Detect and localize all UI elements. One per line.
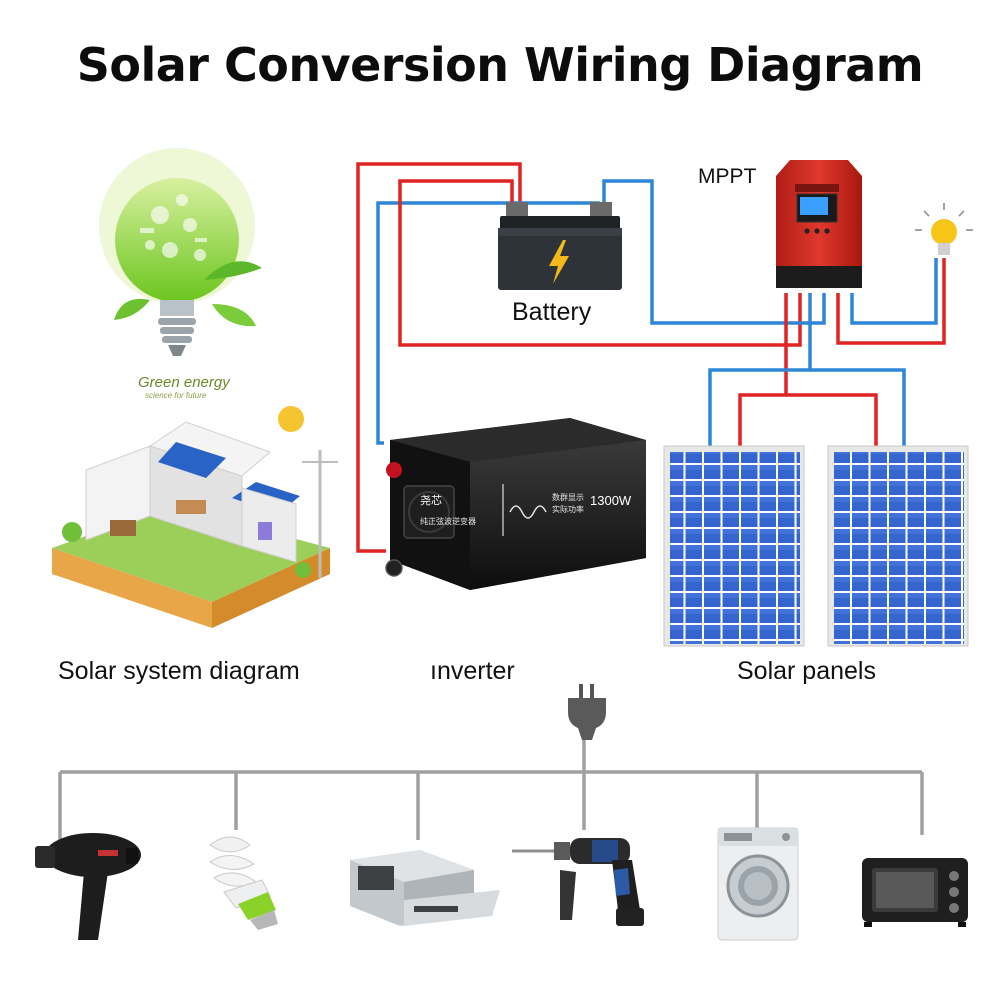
washing-machine-icon	[717, 827, 799, 941]
light-bulb-icon	[915, 203, 973, 255]
sun-icon	[278, 406, 304, 432]
mppt-label: MPPT	[698, 165, 757, 188]
mppt-button-icon	[814, 228, 820, 234]
mppt-to-panels-negative-wire	[708, 293, 812, 446]
power-plug-icon	[568, 684, 606, 740]
green-energy-title: Green energy	[138, 374, 230, 391]
green-energy-subtitle: science for future	[145, 391, 207, 400]
cfl-bulb-icon	[209, 836, 278, 930]
dc-wiring	[356, 162, 946, 553]
battery-positive-to-mppt-wire	[398, 179, 802, 347]
inverter-positive-terminal-icon	[386, 462, 402, 478]
inverter-display-label-2: 实际功率	[552, 504, 584, 514]
ac-output-bus	[58, 740, 924, 840]
battery	[498, 202, 622, 290]
inverter-brand-label: 尧芯	[420, 493, 442, 507]
mppt-panels-negative-bus	[810, 368, 906, 446]
inverter-display-label-1: 数群显示	[552, 492, 584, 502]
mppt-button-icon	[824, 228, 830, 234]
printer-icon	[350, 850, 500, 926]
inverter-positive-wire	[356, 162, 522, 553]
diagram-title: Solar Conversion Wiring Diagram	[76, 38, 924, 92]
inverter-model-label: 纯正弦波逆变器	[420, 516, 476, 526]
power-drill-icon	[512, 838, 644, 926]
green-energy-bulb-icon	[99, 148, 262, 356]
inverter-negative-terminal-icon	[385, 559, 403, 577]
solar-panel-left	[663, 445, 805, 647]
mppt-to-lamp-positive-wire	[836, 258, 946, 345]
mppt-button-icon	[804, 228, 810, 234]
solar-house-illustration	[52, 406, 338, 628]
hair-dryer-icon	[35, 833, 141, 940]
mppt-controller	[776, 160, 862, 288]
toaster-oven-icon	[862, 858, 968, 927]
solar-panel-right	[827, 445, 969, 647]
lightning-bolt-icon	[549, 240, 569, 284]
solar-system-diagram-label: Solar system diagram	[58, 657, 300, 685]
inverter-label: ınverter	[430, 657, 515, 685]
solar-panels-label: Solar panels	[737, 657, 876, 685]
mppt-to-panels-positive-wire	[738, 293, 788, 446]
mppt-to-lamp-negative-wire	[850, 258, 938, 325]
inverter-power-label: 1300W	[590, 493, 632, 508]
battery-negative-to-mppt-wire	[602, 179, 826, 325]
inverter-device	[385, 418, 646, 590]
mppt-panels-positive-bus	[786, 393, 878, 446]
battery-label: Battery	[512, 298, 592, 326]
